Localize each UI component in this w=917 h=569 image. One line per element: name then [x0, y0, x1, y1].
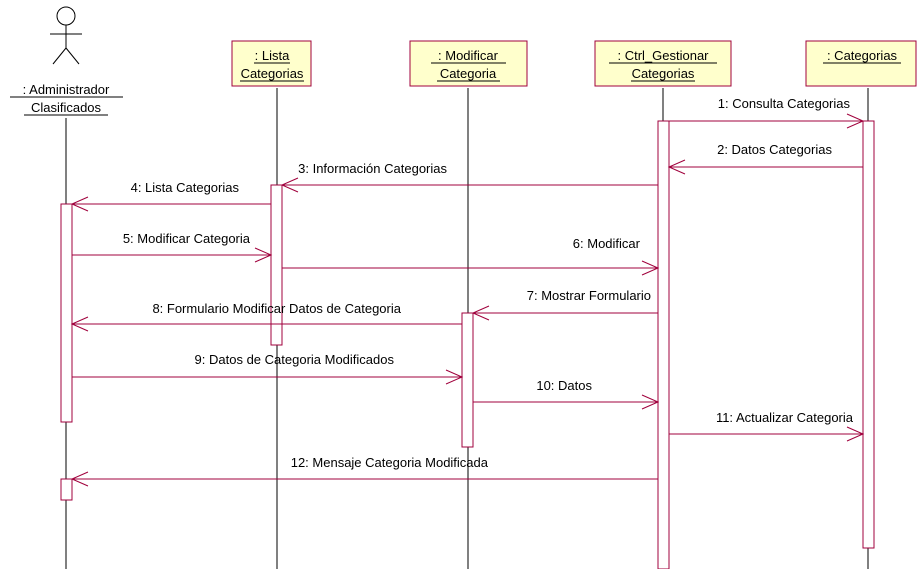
- activation-actor-1: [60, 203, 73, 423]
- object-ctrl-line-1: : Ctrl_Gestionar: [617, 48, 709, 63]
- message-8: 8: Formulario Modificar Datos de Categor…: [70, 301, 462, 332]
- activation-lista: [270, 184, 283, 346]
- message-5: 5: Modificar Categoria: [72, 231, 273, 263]
- message-2: 2: Datos Categorias: [667, 142, 863, 175]
- object-categorias: : Categorias: [805, 40, 917, 87]
- message-2-label: 2: Datos Categorias: [717, 142, 832, 157]
- message-12: 12: Mensaje Categoria Modificada: [70, 455, 658, 487]
- object-ctrl-gestionar-categorias: : Ctrl_Gestionar Categorias: [594, 40, 732, 87]
- message-1: 1: Consulta Categorias: [669, 96, 865, 129]
- message-8-label: 8: Formulario Modificar Datos de Categor…: [152, 301, 401, 316]
- activation-modificar: [461, 312, 474, 448]
- message-1-label: 1: Consulta Categorias: [718, 96, 851, 111]
- actor-name-line-1: : Administrador: [23, 82, 110, 97]
- object-lista-categorias: : Lista Categorias: [231, 40, 312, 87]
- message-12-label: 12: Mensaje Categoria Modificada: [291, 455, 489, 470]
- object-modificar-line-1: : Modificar: [438, 48, 499, 63]
- message-11-label: 11: Actualizar Categoria: [716, 410, 854, 425]
- actor-icon: [50, 6, 82, 65]
- message-11: 11: Actualizar Categoria: [669, 410, 865, 442]
- activation-ctrl: [657, 120, 670, 569]
- object-modificar-categoria: : Modificar Categoria: [409, 40, 528, 87]
- message-3-label: 3: Información Categorias: [298, 161, 447, 176]
- object-ctrl-line-2: Categorias: [632, 66, 695, 81]
- message-4: 4: Lista Categorias: [70, 180, 271, 212]
- message-3: 3: Información Categorias: [280, 161, 658, 193]
- object-modificar-line-2: Categoria: [440, 66, 497, 81]
- object-categorias-line-1: : Categorias: [827, 48, 898, 63]
- actor-name-line-2: Clasificados: [31, 100, 102, 115]
- object-lista-line-1: : Lista: [255, 48, 290, 63]
- message-6-label: 6: Modificar: [573, 236, 641, 251]
- message-7-label: 7: Mostrar Formulario: [527, 288, 651, 303]
- message-6: 6: Modificar: [282, 236, 660, 276]
- activation-actor-2: [60, 478, 73, 501]
- message-5-label: 5: Modificar Categoria: [123, 231, 251, 246]
- object-lista-line-2: Categorias: [241, 66, 304, 81]
- message-4-label: 4: Lista Categorias: [131, 180, 240, 195]
- message-10-label: 10: Datos: [536, 378, 592, 393]
- message-10: 10: Datos: [473, 378, 660, 410]
- message-7: 7: Mostrar Formulario: [471, 288, 658, 321]
- activation-categorias: [862, 120, 875, 549]
- message-9-label: 9: Datos de Categoria Modificados: [195, 352, 395, 367]
- message-9: 9: Datos de Categoria Modificados: [72, 352, 464, 385]
